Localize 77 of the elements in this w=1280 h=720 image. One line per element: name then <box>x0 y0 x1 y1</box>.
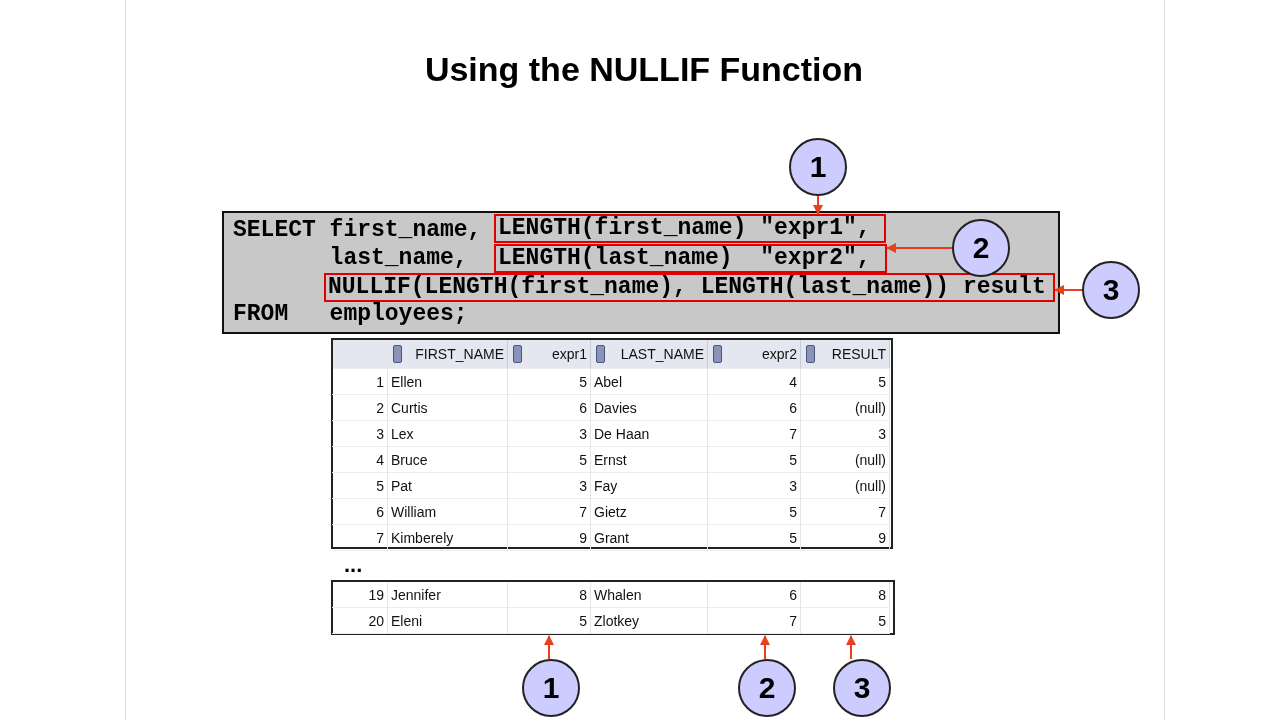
table-value: Pat <box>388 473 508 499</box>
code-text: last_name, <box>329 244 468 272</box>
row-number: 19 <box>332 582 388 608</box>
table-value: Eleni <box>388 608 508 634</box>
table-value: Davies <box>591 395 708 421</box>
table-value: 3 <box>508 421 591 447</box>
table-value: 5 <box>508 608 591 634</box>
slide-title: Using the NULLIF Function <box>423 50 865 90</box>
code-text: FROM <box>233 300 289 328</box>
table-value: Abel <box>591 369 708 395</box>
table-value: 7 <box>508 499 591 525</box>
arrow <box>1054 285 1083 295</box>
column-header: expr2 <box>708 340 801 369</box>
table-value: 5 <box>508 369 591 395</box>
table-value: Jennifer <box>388 582 508 608</box>
table-value: Whalen <box>591 582 708 608</box>
column-header: LAST_NAME <box>591 340 708 369</box>
row-number: 4 <box>332 447 388 473</box>
row-number: 6 <box>332 499 388 525</box>
table-value: 5 <box>708 499 801 525</box>
table-value: 6 <box>508 395 591 421</box>
column-header: expr1 <box>508 340 591 369</box>
arrow <box>813 195 823 215</box>
table-value: Fay <box>591 473 708 499</box>
table-value: 6 <box>708 582 801 608</box>
row-number: 3 <box>332 421 388 447</box>
code-block <box>222 211 1060 334</box>
code-text: employees; <box>329 300 468 328</box>
table-value: 3 <box>508 473 591 499</box>
table-value: Kimberely <box>388 525 508 551</box>
table-value: 6 <box>708 395 801 421</box>
arrow <box>760 635 770 660</box>
table-value: Curtis <box>388 395 508 421</box>
row-number: 7 <box>332 525 388 551</box>
table-value: 5 <box>708 447 801 473</box>
row-number: 5 <box>332 473 388 499</box>
table-value: 5 <box>801 608 890 634</box>
table-value: Lex <box>388 421 508 447</box>
table-value: 4 <box>708 369 801 395</box>
table-value: 9 <box>508 525 591 551</box>
table-value: Ernst <box>591 447 708 473</box>
table-value: Ellen <box>388 369 508 395</box>
table-value: (null) <box>801 447 890 473</box>
highlight-box: LENGTH(first_name) "expr1", <box>494 214 886 243</box>
column-header: RESULT <box>801 340 890 369</box>
table-value: De Haan <box>591 421 708 447</box>
table-value: 7 <box>708 421 801 447</box>
table-value: 7 <box>708 608 801 634</box>
row-number: 1 <box>332 369 388 395</box>
code-text: first_name, <box>329 216 482 244</box>
table-value: 7 <box>801 499 890 525</box>
ellipsis: ... <box>344 552 363 578</box>
table-value: 3 <box>801 421 890 447</box>
table-value: 5 <box>708 525 801 551</box>
table-value: (null) <box>801 473 890 499</box>
highlight-box: LENGTH(last_name) "expr2", <box>494 243 887 273</box>
code-text: SELECT <box>233 216 316 244</box>
row-number: 20 <box>332 608 388 634</box>
table-value: Bruce <box>388 447 508 473</box>
table-value: 5 <box>801 369 890 395</box>
table-value: 3 <box>708 473 801 499</box>
table-value: Zlotkey <box>591 608 708 634</box>
arrow <box>544 635 554 660</box>
table-value: 8 <box>801 582 890 608</box>
callout-circle: 2 <box>952 219 1010 277</box>
arrow <box>846 635 856 660</box>
column-header: FIRST_NAME <box>388 340 508 369</box>
table-value: 5 <box>508 447 591 473</box>
highlight-box: NULLIF(LENGTH(first_name), LENGTH(last_name)) result <box>324 273 1055 302</box>
table-value: William <box>388 499 508 525</box>
row-number: 2 <box>332 395 388 421</box>
table-value: Grant <box>591 525 708 551</box>
table-value: 9 <box>801 525 890 551</box>
table-value: Gietz <box>591 499 708 525</box>
arrow <box>886 243 953 253</box>
table-value: 8 <box>508 582 591 608</box>
table-value: (null) <box>801 395 890 421</box>
